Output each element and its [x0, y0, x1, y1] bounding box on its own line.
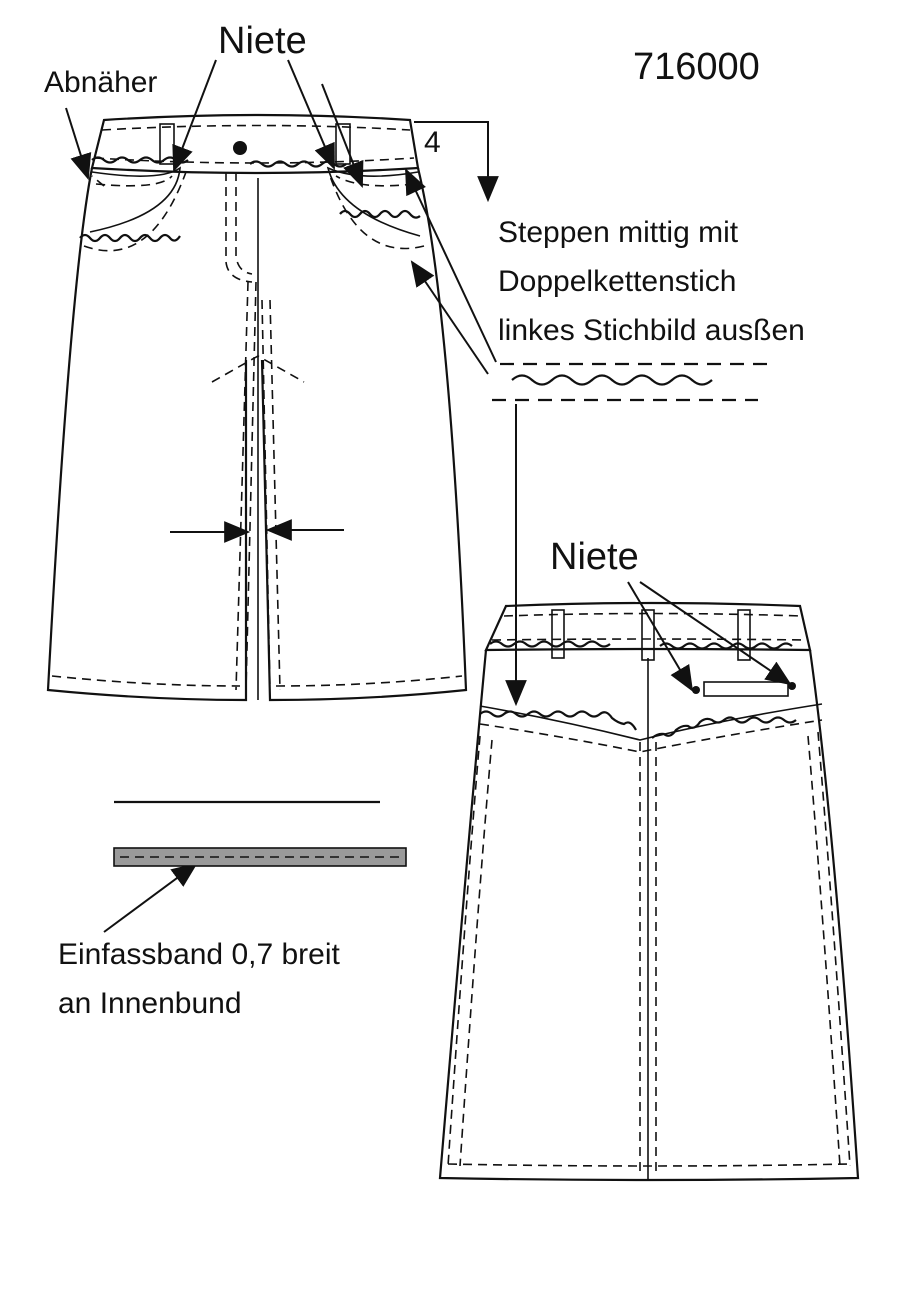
back-waistband — [484, 601, 812, 652]
front-skirt-sketch — [46, 113, 468, 702]
waistband-width-label: 4 — [424, 126, 441, 159]
front-waistband — [90, 113, 420, 175]
binding-note: Einfassband 0,7 breit an Innenbund — [58, 930, 340, 1028]
dart-label: Abnäher — [44, 66, 158, 99]
belt-loop — [551, 609, 565, 659]
stitch-note-line: linkes Stichbild ausßen — [498, 314, 805, 347]
binding-note-line: Einfassband 0,7 breit — [58, 938, 340, 971]
belt-loop — [737, 609, 751, 661]
rivet-icon — [692, 686, 700, 694]
front-left-panel — [46, 167, 248, 702]
left-front-pocket — [89, 166, 181, 233]
rivet-label-back: Niete — [550, 536, 639, 578]
double-chain-stitch — [511, 374, 713, 386]
stitch-note-line: Steppen mittig mit — [498, 216, 739, 249]
stitch-detail — [492, 362, 772, 402]
front-right-panel — [260, 167, 468, 702]
belt-loop — [335, 123, 351, 165]
rivet-label-front: Niete — [218, 20, 307, 62]
back-welt-pocket — [703, 681, 789, 697]
leader-lines — [65, 59, 792, 933]
back-yoke-seam — [479, 703, 823, 741]
right-front-pocket — [326, 166, 421, 237]
binding-note-line: an Innenbund — [58, 987, 242, 1020]
style-number: 716000 — [633, 46, 760, 88]
button-icon — [233, 141, 247, 155]
stitch-note-line: Doppelkettenstich — [498, 265, 737, 298]
stitch-note: Steppen mittig mit Doppelkettenstich lin… — [498, 208, 805, 355]
binding-tape-detail — [113, 800, 407, 867]
back-skirt-sketch — [438, 601, 860, 1182]
